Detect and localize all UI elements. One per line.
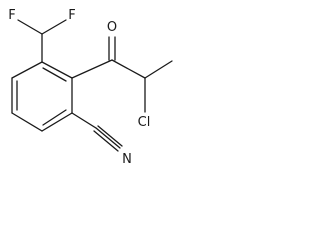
bond-ring-to-carbonyl bbox=[71, 59, 113, 79]
nitrile-group: N bbox=[71, 112, 132, 167]
bond-carbonyl-to-chc bbox=[111, 59, 146, 79]
benzene-ring bbox=[11, 61, 73, 132]
ring-bond-c3-c4 bbox=[41, 112, 73, 132]
ring-double-bond-c3-c4 bbox=[42, 109, 67, 126]
chlorine-label: Cl bbox=[138, 115, 151, 130]
bond-c-to-f-left bbox=[17, 19, 43, 35]
molecule-canvas: F F O Cl N bbox=[0, 0, 184, 178]
chloropropanoyl-group: O Cl bbox=[71, 20, 173, 130]
bond-c-to-f-right bbox=[41, 19, 67, 35]
difluoromethyl-group: F F bbox=[8, 8, 76, 63]
bond-chc-to-methyl bbox=[144, 60, 173, 79]
nitrogen-label: N bbox=[122, 152, 132, 167]
triple-bond-a bbox=[93, 130, 119, 152]
triple-bond-b bbox=[97, 125, 123, 147]
oxygen-label: O bbox=[107, 20, 117, 35]
triple-bond-c bbox=[95, 127, 121, 149]
ring-double-bond-c1-c2 bbox=[42, 67, 67, 82]
ring-bond-c1-c2 bbox=[41, 61, 73, 79]
bond-ring-to-nitrile-c bbox=[71, 112, 97, 129]
ring-bond-c4-c5 bbox=[11, 112, 43, 132]
ring-bond-c6-c1 bbox=[11, 61, 43, 79]
fluorine-left-label: F bbox=[8, 8, 15, 23]
fluorine-right-label: F bbox=[68, 8, 75, 23]
chemical-structure-diagram: F F O Cl N bbox=[8, 8, 173, 167]
